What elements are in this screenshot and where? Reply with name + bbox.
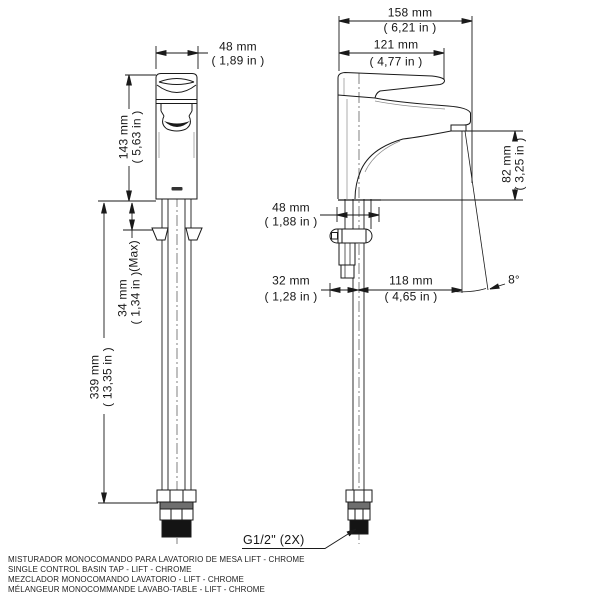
product-description-line-es: MEZCLADOR MONOCOMANDO LAVATORIO - LIFT -… bbox=[8, 575, 244, 584]
product-description-line-pt: MISTURADOR MONOCOMANDO PARA LAVATORIO DE… bbox=[8, 555, 305, 564]
front-view-drawing bbox=[151, 73, 203, 538]
product-description-block: MISTURADOR MONOCOMANDO PARA LAVATORIO DE… bbox=[8, 555, 305, 595]
dim-body-height-mm-label: 143 mm bbox=[116, 114, 131, 160]
dim-counter-max-label: 34 mm ( 1,34 in ) bbox=[115, 271, 144, 325]
dim-body-height-label: 143 mm ( 5,63 in ) bbox=[116, 110, 145, 164]
dim-counter-max-in-label: ( 1,34 in ) bbox=[129, 271, 143, 325]
dim-body-height-in-label: ( 5,63 in ) bbox=[130, 110, 144, 164]
dim-total-depth-in-label: ( 6,21 in ) bbox=[383, 20, 437, 35]
stream-angle-label: 8° bbox=[508, 272, 520, 287]
dim-counter-max-mm-label: 34 mm bbox=[115, 279, 130, 317]
dim-spout-reach-in-label: ( 4,65 in ) bbox=[384, 289, 438, 304]
thread-size-label: G1/2" (2X) bbox=[243, 533, 305, 547]
dim-front-width-mm-label: 48 mm bbox=[219, 39, 257, 54]
product-description-line-en: SINGLE CONTROL BASIN TAP - LIFT - CHROME bbox=[8, 565, 192, 574]
dim-handle-reach-in-label: ( 4,77 in ) bbox=[369, 54, 423, 69]
dimension-lines bbox=[98, 16, 523, 504]
dim-spout-height-in-label: ( 3,25 in ) bbox=[513, 137, 527, 191]
dim-front-width-in-label: ( 1,89 in ) bbox=[211, 53, 265, 68]
dim-counter-max-note-label: (Max) bbox=[126, 240, 141, 272]
dim-spout-height-label: 82 mm ( 3,25 in ) bbox=[499, 137, 528, 191]
dim-supply-length-mm-label: 339 mm bbox=[87, 354, 102, 400]
dim-base-depth-in-label: ( 1,88 in ) bbox=[264, 214, 318, 229]
dim-supply-length-label: 339 mm ( 13,35 in ) bbox=[87, 347, 116, 407]
dim-handle-reach-mm-label: 121 mm bbox=[373, 37, 419, 52]
dim-spout-height-mm-label: 82 mm bbox=[499, 145, 514, 183]
dim-base-depth-mm-label: 48 mm bbox=[272, 200, 310, 215]
dim-supply-length-in-label: ( 13,35 in ) bbox=[101, 347, 115, 407]
product-description-line-fr: MÉLANGEUR MONOCOMMANDE LAVABO-TABLE - LI… bbox=[8, 585, 265, 594]
dim-rear-offset-mm-label: 32 mm bbox=[272, 273, 310, 288]
g-thread-leader bbox=[242, 528, 357, 549]
centerlines bbox=[176, 73, 360, 544]
dim-total-depth-mm-label: 158 mm bbox=[387, 5, 433, 20]
dim-rear-offset-in-label: ( 1,28 in ) bbox=[264, 289, 318, 304]
dim-spout-reach-mm-label: 118 mm bbox=[389, 273, 433, 288]
